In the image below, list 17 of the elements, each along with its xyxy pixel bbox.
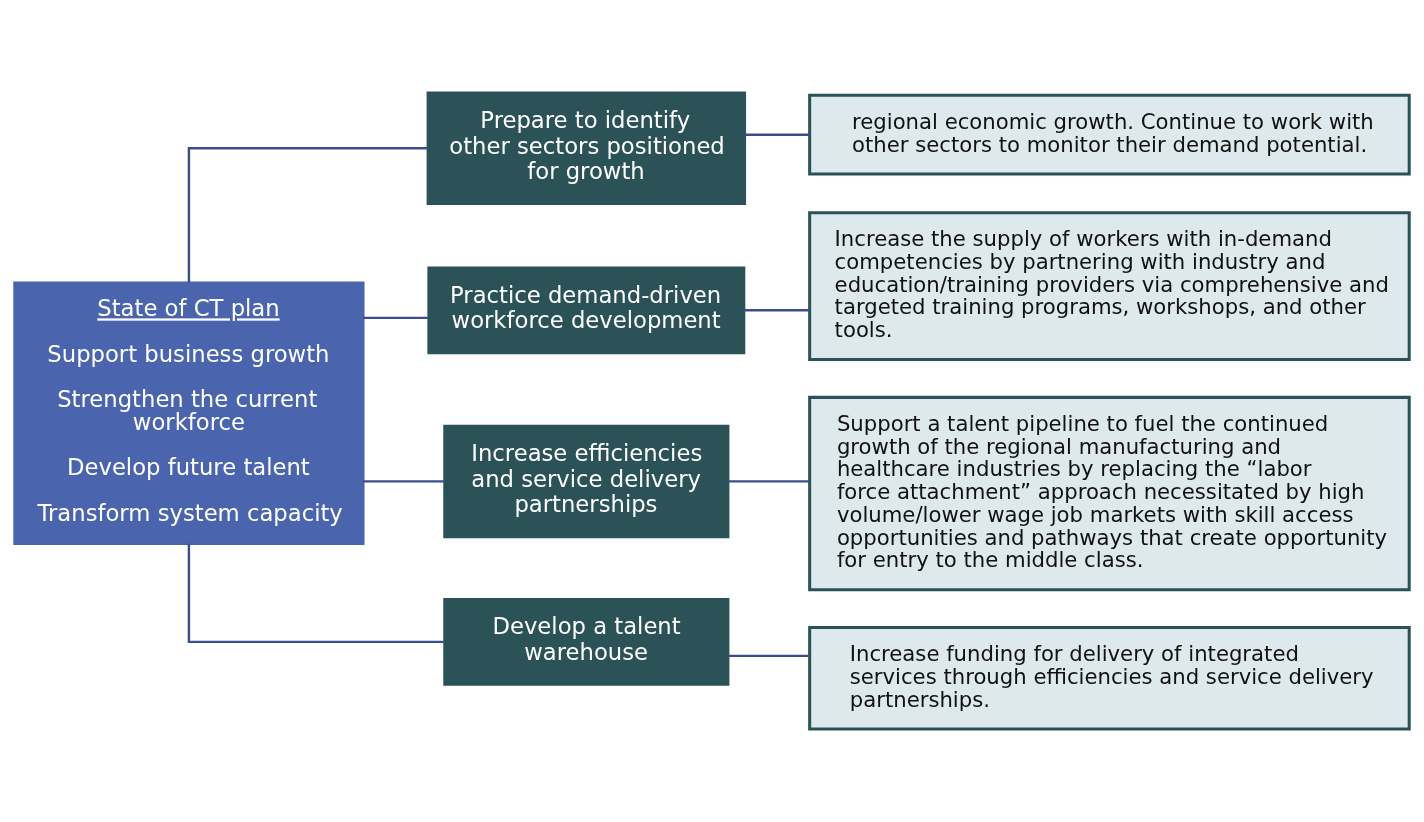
connector [744, 309, 810, 312]
node-box: State of CT plan Support business growth Strengthen the current workforce Develop future talent Transform system capacity [13, 281, 365, 545]
node-box: Prepare to identify other sectors positioned for growth [426, 91, 747, 206]
connector [363, 480, 445, 483]
node-box: Support a talent pipeline to fuel the continued growth of the regional manufacturing and healthcare industries by replacing the “labor force attachment” approach necessitated by high volume/lower wage job markets with skill access opportunities and pathways that create opportunity for entry to the middle class. [808, 395, 1411, 592]
node-box: Increase funding for delivery of integrated services through efficiencies and service delivery partnerships. [808, 626, 1411, 731]
connector [363, 316, 429, 320]
connector [744, 133, 810, 136]
node-box: Increase efficiencies and service delivery partnerships [443, 424, 730, 539]
connector [728, 654, 810, 658]
connector [187, 147, 429, 283]
node-box: Increase the supply of workers with in-demand competencies by partnering with industry and education/training providers via comprehensive and targeted training programs, workshops, and other tools. [808, 211, 1411, 362]
node-box: Practice demand-driven workforce development [427, 266, 746, 355]
connector [728, 480, 810, 483]
connector [187, 543, 445, 644]
node-box: regional economic growth. Continue to work with other sectors to monitor their demand potential. [808, 93, 1411, 176]
node-box: Develop a talent warehouse [443, 598, 730, 686]
